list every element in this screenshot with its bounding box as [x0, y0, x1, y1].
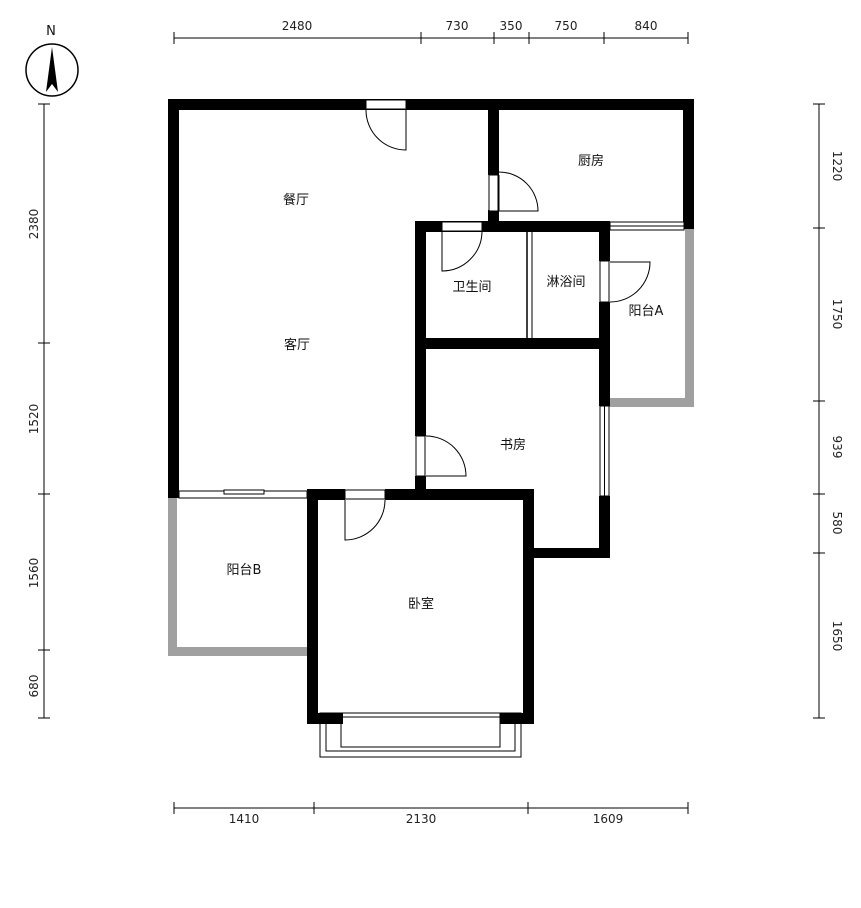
compass: N [25, 24, 79, 97]
room-label-living: 客厅 [284, 337, 310, 353]
room-label-dining: 餐厅 [283, 192, 309, 208]
walls [168, 99, 694, 724]
top-dimension-line: 2480 730 350 750 840 [173, 19, 689, 44]
room-label-balcony-b: 阳台B [227, 563, 262, 578]
dim-left-4: 680 [27, 675, 41, 698]
room-label-bedroom: 卧室 [408, 596, 434, 612]
compass-north-label: N [46, 24, 56, 39]
room-labels: 餐厅 客厅 厨房 卫生间 淋浴间 阳台A 书房 阳台B 卧室 [227, 153, 664, 612]
room-label-balcony-a: 阳台A [629, 304, 664, 319]
compass-ring [25, 43, 79, 97]
door-bedroom [344, 489, 386, 500]
dim-left-2: 1520 [27, 404, 41, 435]
dim-top-4: 750 [555, 19, 578, 33]
dim-right-4: 580 [830, 512, 844, 535]
dim-right-1: 1220 [830, 151, 844, 182]
dim-top-1: 2480 [282, 19, 313, 33]
dim-left-1: 2380 [27, 209, 41, 240]
door-study [415, 435, 426, 477]
left-dimension-line: 2380 1520 1560 680 [27, 103, 50, 719]
room-label-study: 书房 [500, 437, 526, 453]
dim-bottom-2: 2130 [406, 812, 437, 826]
dim-bottom-3: 1609 [593, 812, 624, 826]
dim-left-3: 1560 [27, 558, 41, 589]
door-kitchen [488, 174, 499, 212]
right-dimension-line: 1220 1750 939 580 1650 [813, 103, 844, 719]
bottom-dimension-line: 1410 2130 1609 [173, 802, 689, 826]
door-bathroom [441, 221, 483, 232]
dim-right-2: 1750 [830, 299, 844, 330]
room-label-kitchen: 厨房 [578, 153, 604, 169]
dim-top-2: 730 [446, 19, 469, 33]
room-label-bathroom: 卫生间 [452, 280, 491, 295]
balcony-walls [168, 228, 694, 656]
dim-bottom-1: 1410 [229, 812, 260, 826]
room-label-shower: 淋浴间 [546, 275, 585, 290]
dim-top-3: 350 [500, 19, 523, 33]
doors [344, 99, 651, 541]
door-dining [365, 99, 407, 110]
compass-needle-icon [46, 47, 58, 92]
dim-right-3: 939 [830, 436, 844, 459]
dim-right-5: 1650 [830, 621, 844, 652]
windows [178, 221, 685, 758]
bedroom-bay-window [319, 712, 522, 758]
door-balcony-a [599, 260, 610, 303]
dim-top-5: 840 [635, 19, 658, 33]
